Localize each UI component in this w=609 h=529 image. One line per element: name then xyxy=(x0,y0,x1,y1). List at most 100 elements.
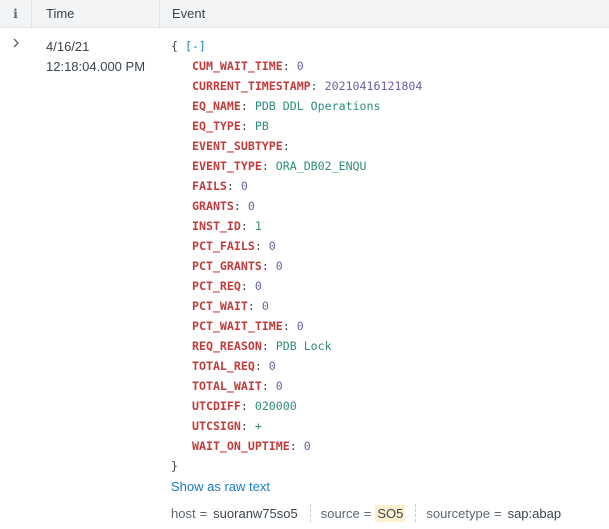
json-collapse-toggle[interactable]: [-] xyxy=(184,39,206,53)
json-field-value[interactable]: 0 xyxy=(268,239,276,253)
event-time: 12:18:04.000 PM xyxy=(46,59,146,74)
json-colon: : xyxy=(282,59,297,73)
json-field-key[interactable]: CURRENT_TIMESTAMP xyxy=(192,79,311,93)
json-colon: : xyxy=(240,399,255,413)
metadata-field-source: source=SO5 xyxy=(321,504,406,522)
json-colon: : xyxy=(226,179,241,193)
json-field-key[interactable]: WAIT_ON_UPTIME xyxy=(192,439,290,453)
json-field-key[interactable]: CUM_WAIT_TIME xyxy=(192,59,283,73)
metadata-field-name: sourcetype xyxy=(426,505,490,521)
event-row: 4/16/21 12:18:04.000 PM { [-] CUM_WAIT_T… xyxy=(0,29,609,529)
json-field-value[interactable]: 020000 xyxy=(254,399,297,413)
json-field-key[interactable]: GRANTS xyxy=(192,199,234,213)
json-colon: : xyxy=(240,119,255,133)
json-field-value[interactable]: PDB Lock xyxy=(275,339,332,353)
json-field-key[interactable]: PCT_WAIT xyxy=(192,299,248,313)
event-date: 4/16/21 xyxy=(46,39,90,54)
json-field-row: EVENT_SUBTYPE: xyxy=(171,136,563,156)
json-field-value[interactable]: 0 xyxy=(268,359,276,373)
json-field-value[interactable]: 0 xyxy=(254,279,262,293)
json-field-row: UTCSIGN: + xyxy=(171,416,563,436)
json-field-row: PCT_FAILS: 0 xyxy=(171,236,563,256)
json-field-key[interactable]: PCT_REQ xyxy=(192,279,241,293)
json-field-key[interactable]: REQ_REASON xyxy=(192,339,262,353)
json-field-value[interactable]: 0 xyxy=(296,319,304,333)
json-field-key[interactable]: INST_ID xyxy=(192,219,241,233)
json-field-row: CURRENT_TIMESTAMP: 20210416121804 xyxy=(171,76,563,96)
json-field-value[interactable]: 0 xyxy=(275,379,283,393)
json-field-row: TOTAL_WAIT: 0 xyxy=(171,376,563,396)
json-field-key[interactable]: UTCSIGN xyxy=(192,419,241,433)
json-colon: : xyxy=(310,79,325,93)
event-column-header: Event xyxy=(172,6,206,21)
json-colon: : xyxy=(240,279,255,293)
json-field-value[interactable]: PDB DDL Operations xyxy=(254,99,381,113)
json-open-line: { [-] xyxy=(171,36,563,56)
json-close-brace: } xyxy=(171,459,178,473)
json-field-value[interactable]: 0 xyxy=(275,259,283,273)
json-colon: : xyxy=(240,419,255,433)
json-field-row: UTCDIFF: 020000 xyxy=(171,396,563,416)
json-field-row: PCT_WAIT_TIME: 0 xyxy=(171,316,563,336)
json-colon: : xyxy=(261,339,276,353)
json-field-value[interactable]: 1 xyxy=(254,219,262,233)
results-table-header: i Time Event xyxy=(0,0,609,28)
chevron-right-icon xyxy=(13,38,19,48)
metadata-separator xyxy=(415,504,417,522)
json-field-value[interactable]: 0 xyxy=(303,439,311,453)
metadata-field-host: host= suoranw75so5 xyxy=(171,505,300,522)
json-colon: : xyxy=(233,199,248,213)
json-field-key[interactable]: UTCDIFF xyxy=(192,399,241,413)
json-field-row: GRANTS: 0 xyxy=(171,196,563,216)
json-field-row: CUM_WAIT_TIME: 0 xyxy=(171,56,563,76)
json-colon: : xyxy=(247,299,262,313)
json-field-key[interactable]: EVENT_SUBTYPE xyxy=(192,139,283,153)
json-field-value[interactable]: 0 xyxy=(247,199,255,213)
metadata-field-value[interactable]: suoranw75so5 xyxy=(213,505,298,521)
metadata-equals: = xyxy=(199,505,208,521)
json-field-value[interactable]: 0 xyxy=(240,179,248,193)
json-field-row: EQ_TYPE: PB xyxy=(171,116,563,136)
json-field-key[interactable]: TOTAL_WAIT xyxy=(192,379,262,393)
json-field-row: PCT_WAIT: 0 xyxy=(171,296,563,316)
json-field-value[interactable]: + xyxy=(254,419,262,433)
json-colon: : xyxy=(282,319,297,333)
info-icon: i xyxy=(13,7,18,21)
json-field-row: REQ_REASON: PDB Lock xyxy=(171,336,563,356)
json-colon: : xyxy=(240,99,255,113)
json-field-key[interactable]: PCT_FAILS xyxy=(192,239,255,253)
json-field-value[interactable]: ORA_DB02_ENQU xyxy=(275,159,367,173)
json-field-key[interactable]: EVENT_TYPE xyxy=(192,159,262,173)
json-field-value[interactable]: 0 xyxy=(296,59,304,73)
metadata-field-value[interactable]: sap:abap xyxy=(507,505,562,521)
json-field-key[interactable]: PCT_WAIT_TIME xyxy=(192,319,283,333)
json-field-key[interactable]: EQ_NAME xyxy=(192,99,241,113)
json-open-brace: { xyxy=(171,39,178,53)
json-field-row: INST_ID: 1 xyxy=(171,216,563,236)
info-column-header[interactable]: i xyxy=(0,0,32,28)
json-field-row: EQ_NAME: PDB DDL Operations xyxy=(171,96,563,116)
time-column-header[interactable]: Time xyxy=(32,0,160,28)
json-close-line: } xyxy=(171,456,563,476)
metadata-equals: = xyxy=(363,505,372,521)
metadata-field-name: host xyxy=(171,505,196,521)
json-field-key[interactable]: TOTAL_REQ xyxy=(192,359,255,373)
show-raw-text-link[interactable]: Show as raw text xyxy=(171,479,270,494)
json-field-value[interactable]: 20210416121804 xyxy=(324,79,423,93)
json-field-key[interactable]: PCT_GRANTS xyxy=(192,259,262,273)
json-field-value[interactable]: PB xyxy=(254,119,269,133)
metadata-separator xyxy=(309,504,311,522)
json-field-key[interactable]: EQ_TYPE xyxy=(192,119,241,133)
json-field-value[interactable]: 0 xyxy=(261,299,269,313)
json-colon: : xyxy=(261,159,276,173)
metadata-field-sourcetype: sourcetype=sap:abap xyxy=(426,505,563,522)
json-field-key[interactable]: FAILS xyxy=(192,179,227,193)
event-time-cell: 4/16/21 12:18:04.000 PM xyxy=(46,37,145,77)
json-colon: : xyxy=(240,219,255,233)
expand-row-toggle[interactable] xyxy=(9,37,23,51)
metadata-field-value[interactable]: SO5 xyxy=(375,504,406,522)
